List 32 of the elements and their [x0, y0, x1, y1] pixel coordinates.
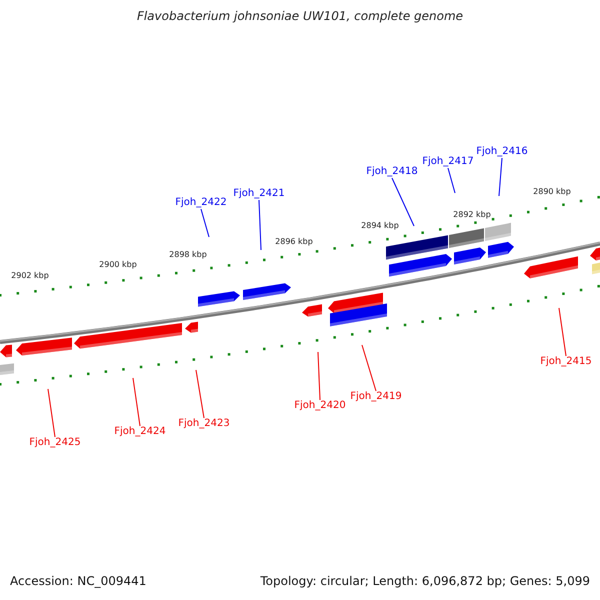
leader-line [196, 370, 204, 418]
footer-text: Topology: circular; Length: 6,096,872 bp; Genes: 5,099 [260, 575, 590, 587]
scale-label: 2890 kbp [533, 186, 571, 198]
scale-label: 2894 kbp [361, 220, 399, 232]
scale-label: 2892 kbp [453, 209, 491, 221]
leader-line [258, 200, 262, 250]
gene-label: Fjoh_2422 [175, 197, 227, 209]
gene-label: Fjoh_2421 [233, 188, 285, 200]
gene-label: Fjoh_2423 [178, 418, 230, 430]
leader-line [498, 158, 502, 196]
leader-line [448, 168, 456, 194]
leader-line [132, 378, 140, 426]
gene-label: Fjoh_2424 [114, 426, 166, 438]
gene-label: Fjoh_2425 [29, 437, 81, 449]
gene-label: Fjoh_2420 [294, 400, 346, 412]
scale-label: 2902 kbp [11, 270, 49, 282]
title: Flavobacterium johnsoniae UW101, complete genome [136, 10, 464, 22]
gene-label: Fjoh_2415 [540, 356, 592, 368]
gene-label: Fjoh_2418 [366, 166, 418, 178]
scale-label: 2898 kbp [169, 249, 207, 261]
gene-label: Fjoh_2417 [422, 156, 474, 168]
leader-line [362, 344, 376, 392]
leader-line [558, 308, 566, 356]
leader-line [392, 178, 414, 226]
leader-line [48, 388, 56, 438]
scale-label: 2896 kbp [275, 236, 313, 248]
leader-line [200, 208, 210, 238]
gene-label: Fjoh_2419 [350, 391, 402, 403]
footer-text: Accession: NC_009441 [10, 575, 146, 587]
gene-label: Fjoh_2416 [476, 146, 528, 158]
scale-label: 2900 kbp [99, 259, 137, 271]
leader-line [318, 352, 320, 400]
